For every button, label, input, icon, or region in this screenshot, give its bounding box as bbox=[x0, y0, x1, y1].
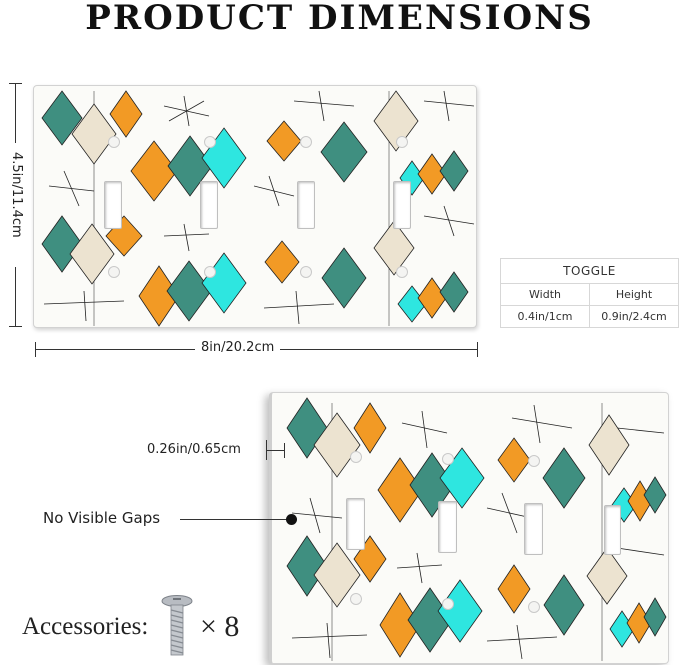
height-tick-bottom bbox=[9, 326, 22, 327]
screw-8 bbox=[108, 266, 120, 278]
screw-icon bbox=[160, 594, 194, 660]
screw-angled-4 bbox=[442, 598, 454, 610]
gaps-pointer-line bbox=[180, 519, 290, 520]
toggle-opening-2 bbox=[200, 181, 218, 229]
screw-angled-5 bbox=[528, 455, 540, 467]
page-title: PRODUCT DIMENSIONS bbox=[85, 0, 594, 38]
toggle-value-height: 0.9in/2.4cm bbox=[589, 305, 679, 328]
screw-4 bbox=[300, 266, 312, 278]
screw-angled-2 bbox=[350, 593, 362, 605]
height-label: 4.5in/11.4cm bbox=[9, 152, 24, 238]
toggle-opening-angled-4 bbox=[604, 505, 621, 555]
screw-6 bbox=[396, 266, 408, 278]
width-tick-right bbox=[477, 342, 478, 357]
toggle-opening-angled-1 bbox=[346, 498, 365, 550]
toggle-opening-3 bbox=[297, 181, 315, 229]
atomic-pattern bbox=[41, 90, 475, 327]
height-label-box bbox=[4, 143, 26, 267]
toggle-opening-1 bbox=[104, 181, 122, 229]
width-tick-left bbox=[35, 342, 36, 357]
screw-7 bbox=[108, 136, 120, 148]
thickness-tick-right bbox=[284, 443, 285, 458]
screw-2 bbox=[204, 266, 216, 278]
switch-plate-angled bbox=[269, 392, 669, 664]
thickness-label: 0.26in/0.65cm bbox=[147, 442, 241, 457]
toggle-col-height: Height bbox=[589, 283, 679, 306]
thickness-line bbox=[266, 450, 284, 451]
accessories-quantity: × 8 bbox=[200, 610, 240, 643]
toggle-value-width: 0.4in/1cm bbox=[500, 305, 590, 328]
screw-angled-1 bbox=[350, 451, 362, 463]
screw-angled-6 bbox=[528, 601, 540, 613]
toggle-opening-4 bbox=[393, 181, 411, 229]
height-tick-top bbox=[9, 83, 22, 84]
no-visible-gaps-label: No Visible Gaps bbox=[43, 509, 161, 527]
toggle-col-width: Width bbox=[500, 283, 590, 306]
screw-5 bbox=[396, 136, 408, 148]
toggle-spec-table: TOGGLE Width Height 0.4in/1cm 0.9in/2.4c… bbox=[500, 258, 679, 328]
toggle-table-title: TOGGLE bbox=[500, 258, 679, 284]
toggle-opening-angled-3 bbox=[524, 503, 543, 555]
screw-3 bbox=[300, 136, 312, 148]
accessories-label: Accessories: bbox=[22, 613, 149, 640]
switch-plate-front bbox=[33, 85, 477, 328]
screw-angled-3 bbox=[442, 453, 454, 465]
gaps-pointer-dot bbox=[286, 514, 297, 525]
width-label: 8in/20.2cm bbox=[195, 340, 281, 355]
toggle-opening-angled-2 bbox=[438, 501, 457, 553]
screw-1 bbox=[204, 136, 216, 148]
